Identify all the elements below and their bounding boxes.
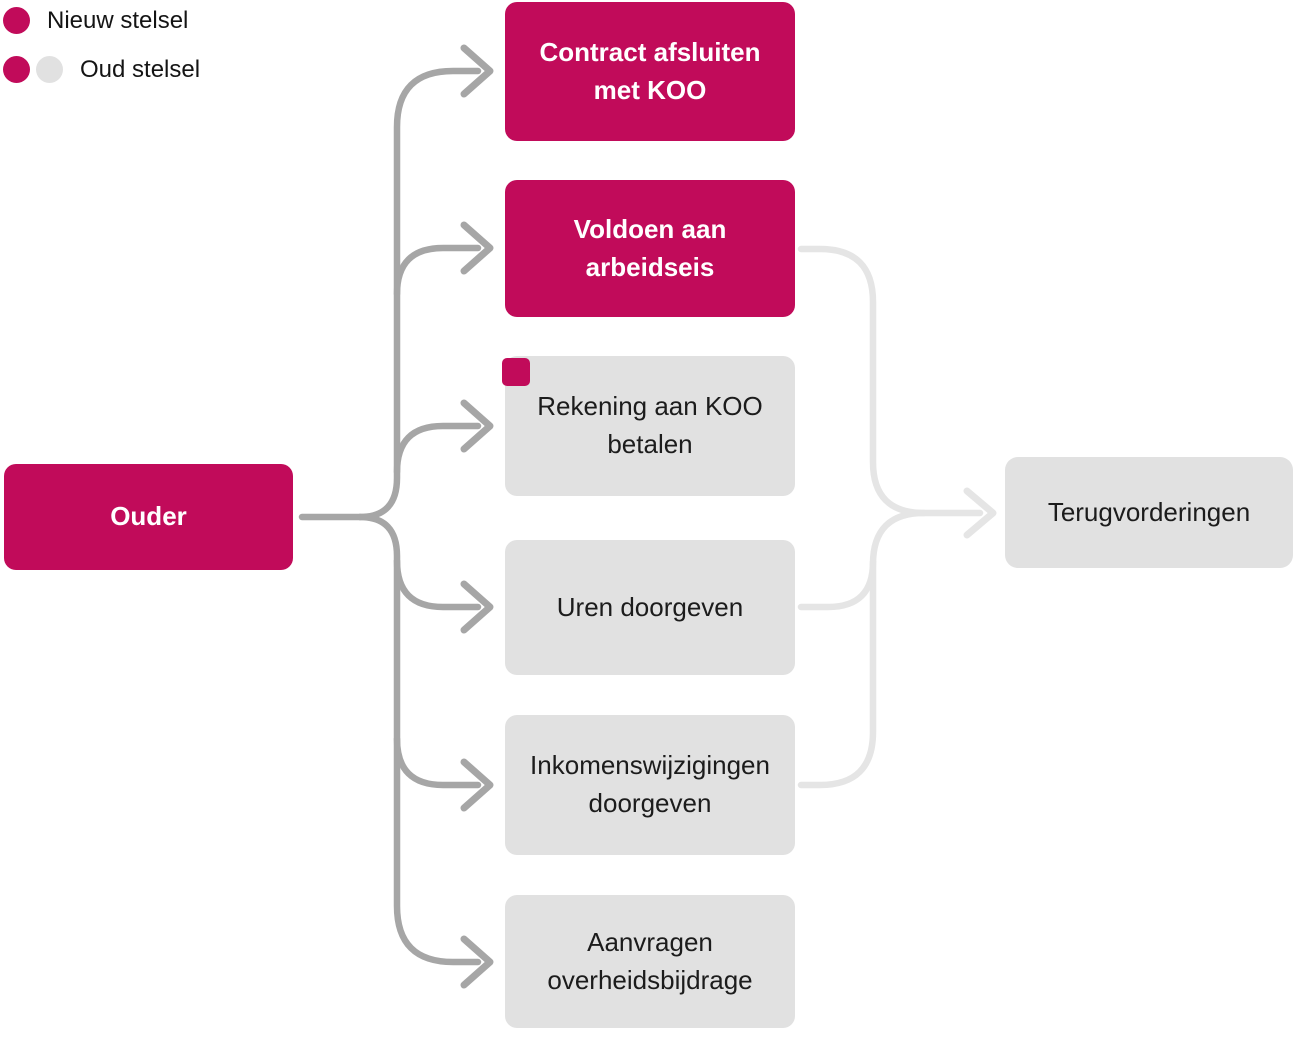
legend-item-oud-stelsel: Oud stelsel bbox=[3, 56, 200, 83]
node-contract-afsluiten: Contract afsluiten met KOO bbox=[505, 2, 795, 141]
arrow-inkomens-to-terug bbox=[797, 509, 928, 789]
arrowhead-uren-icon bbox=[460, 580, 494, 634]
node-voldoen-arbeidseis: Voldoen aan arbeidseis bbox=[505, 180, 795, 317]
arrow-ouder-to-contract bbox=[356, 67, 482, 521]
arrow-ouder-to-inkomens bbox=[393, 735, 482, 789]
legend-dot-nieuw-icon bbox=[3, 7, 30, 34]
node-label: Aanvragen overheidsbijdrage bbox=[547, 926, 753, 995]
node-label: Rekening aan KOO betalen bbox=[537, 391, 763, 459]
legend-label: Nieuw stelsel bbox=[47, 6, 189, 34]
arrowhead-rekening-icon bbox=[460, 399, 494, 453]
node-uren-doorgeven: Uren doorgeven bbox=[505, 540, 795, 675]
arrowhead-arbeidseis-icon bbox=[460, 221, 494, 275]
legend-dot-oud-icon bbox=[36, 56, 63, 83]
node-label: Uren doorgeven bbox=[556, 591, 744, 622]
arrow-ouder-to-rekening bbox=[393, 422, 482, 476]
node-label: Contract afsluiten met KOO bbox=[539, 36, 761, 105]
node-ouder: Ouder bbox=[4, 464, 293, 570]
node-aanvragen-overheidsbijdrage: Aanvragen overheidsbijdrage bbox=[505, 895, 795, 1028]
node-label: Terugvorderingen bbox=[1047, 496, 1251, 527]
legend-item-nieuw-stelsel: Nieuw stelsel bbox=[3, 7, 200, 34]
arrow-ouder-to-uren bbox=[393, 557, 482, 611]
arrow-arbeidseis-to-terug bbox=[797, 245, 984, 517]
arrowhead-contract-icon bbox=[460, 44, 494, 98]
arrow-ouder-to-arbeidseis bbox=[393, 244, 482, 298]
node-inkomenswijzigingen: Inkomenswijzigingen doorgeven bbox=[505, 715, 795, 855]
arrowhead-terugvorderingen-icon bbox=[963, 487, 997, 539]
legend-dot-nieuw-icon bbox=[3, 56, 30, 83]
node-label: Inkomenswijzigingen doorgeven bbox=[530, 750, 770, 818]
arrowhead-inkomens-icon bbox=[460, 758, 494, 812]
nieuw-stelsel-badge-icon bbox=[502, 358, 530, 386]
legend: Nieuw stelsel Oud stelsel bbox=[3, 7, 200, 105]
node-label: Ouder bbox=[110, 501, 187, 532]
node-rekening-betalen: Rekening aan KOO betalen bbox=[502, 356, 795, 496]
arrow-ouder-to-aanvragen bbox=[356, 513, 482, 966]
node-label: Voldoen aan arbeidseis bbox=[573, 213, 727, 282]
legend-label: Oud stelsel bbox=[80, 55, 201, 83]
arrowhead-aanvragen-icon bbox=[460, 935, 494, 989]
node-terugvorderingen: Terugvorderingen bbox=[1005, 457, 1293, 568]
arrow-uren-to-terug bbox=[797, 558, 877, 611]
